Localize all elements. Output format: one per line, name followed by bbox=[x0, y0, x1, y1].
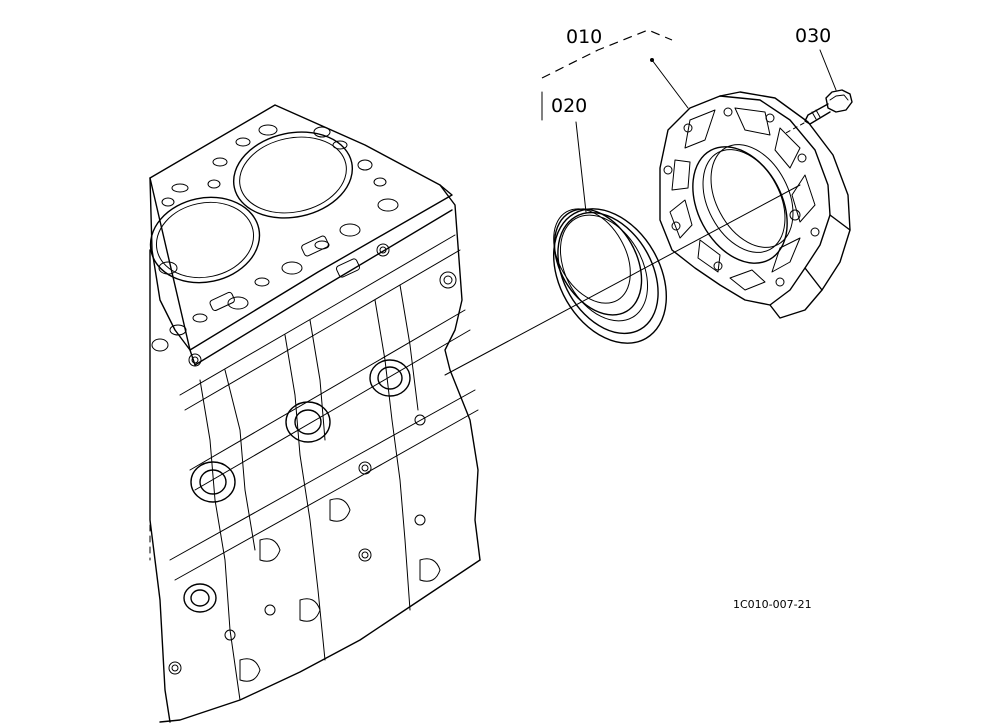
bolt-part-030 bbox=[783, 89, 853, 135]
assembly-axis-line bbox=[444, 184, 801, 376]
leader-lines bbox=[541, 29, 837, 213]
rear-oil-seal-case-part-010 bbox=[659, 91, 851, 319]
part-label-030: 030 bbox=[795, 25, 831, 47]
part-label-010: 010 bbox=[566, 26, 602, 48]
oil-seal-part-020 bbox=[552, 208, 668, 344]
figure-reference-code: 1C010-007-21 bbox=[733, 598, 812, 611]
part-label-020: 020 bbox=[551, 95, 587, 117]
engine-block bbox=[149, 104, 481, 723]
